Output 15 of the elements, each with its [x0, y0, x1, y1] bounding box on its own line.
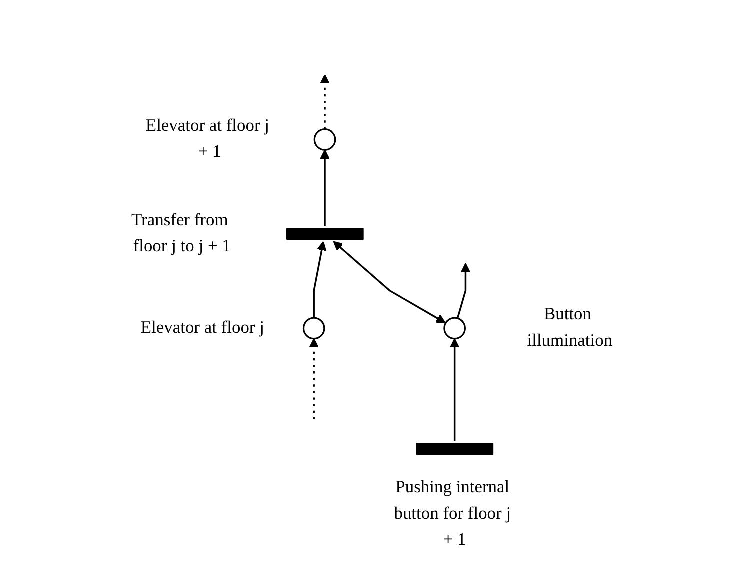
node-label: Transfer from floor j to j + 1 — [132, 211, 231, 256]
arrow — [309, 338, 319, 420]
arrow — [333, 241, 446, 324]
arrow — [450, 338, 460, 442]
arrow — [456, 263, 471, 319]
arrow — [320, 150, 330, 226]
node-circle — [444, 317, 466, 340]
node-circle — [302, 317, 326, 340]
node-label: Button illumination — [527, 306, 613, 350]
node-label: Pushing internal button for floor j + 1 — [394, 478, 512, 550]
node-circle — [314, 128, 336, 151]
arrow — [313, 241, 327, 318]
node-label: Elevator at floor j — [140, 318, 264, 338]
arrow — [320, 74, 330, 130]
node-label: Elevator at floor j + 1 — [146, 116, 270, 162]
